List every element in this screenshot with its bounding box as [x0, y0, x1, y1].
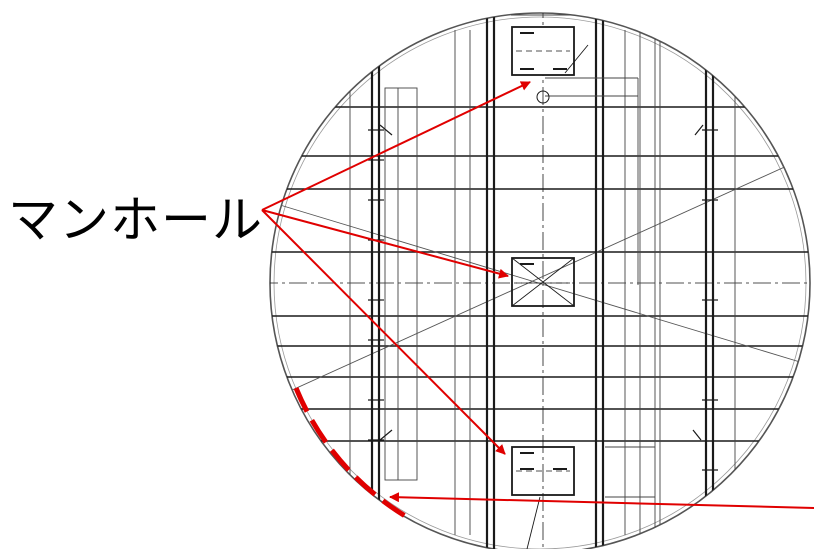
horizontal-beams [270, 106, 810, 442]
panel-lines [349, 13, 736, 545]
manhole-top [511, 26, 589, 104]
shell-highlight-dashed [293, 387, 414, 523]
bolt-ticks [368, 124, 718, 471]
shell-outline [269, 12, 811, 554]
manhole-middle [511, 257, 575, 307]
manhole-bottom [511, 446, 575, 550]
manhole-arrows [261, 81, 814, 509]
manhole-label: マンホール [8, 191, 263, 249]
nozzle-circle [536, 90, 550, 104]
diagonal-lines [270, 159, 801, 401]
vertical-beams [370, 13, 715, 549]
